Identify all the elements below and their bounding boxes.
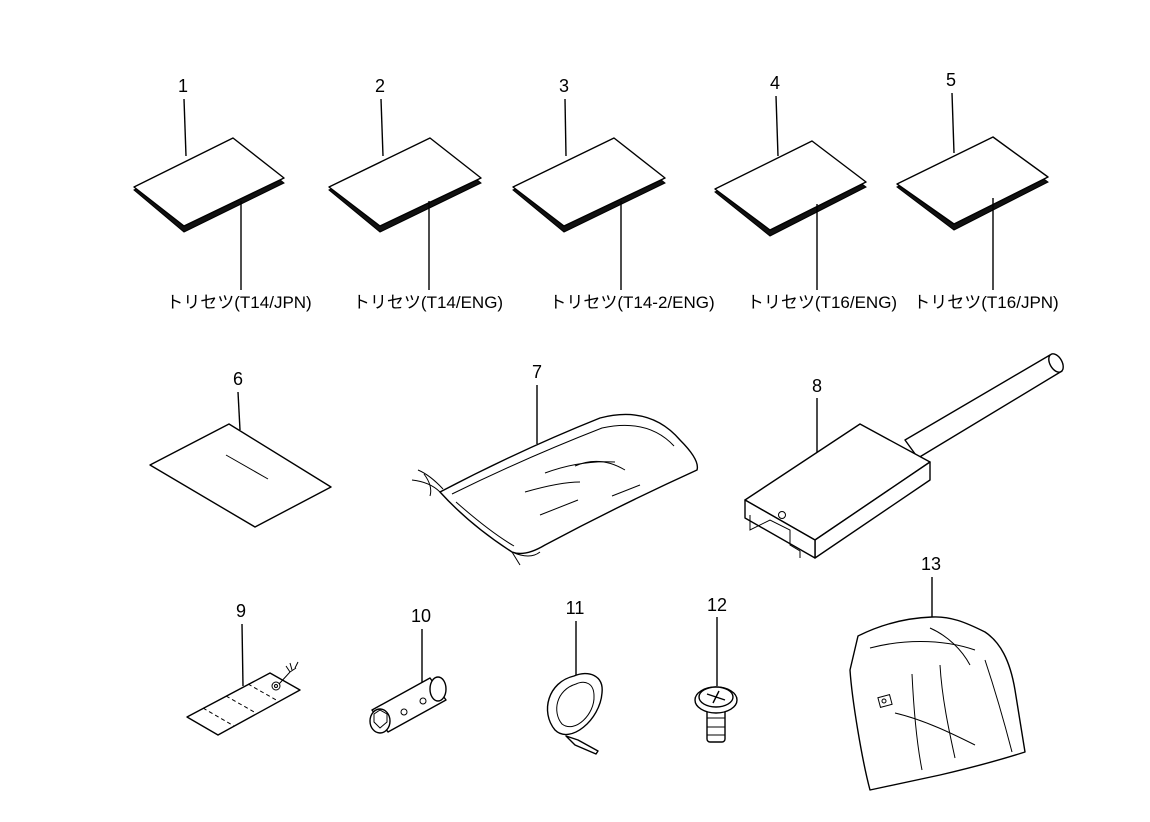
part-number: 5 xyxy=(946,70,956,90)
socket-wrench-icon xyxy=(369,676,447,734)
part-caption: トリセツ(T16/JPN) xyxy=(913,293,1058,312)
part-11: 11 xyxy=(546,598,603,755)
part-number: 7 xyxy=(532,362,542,382)
part-number: 10 xyxy=(411,606,431,626)
part-10: 10 xyxy=(369,606,447,734)
part-caption: トリセツ(T16/ENG) xyxy=(747,293,897,312)
part-6: 6 xyxy=(149,369,332,528)
sheet-icon xyxy=(149,423,332,528)
part-4: 4 トリセツ(T16/ENG) xyxy=(714,73,897,312)
part-3: 3 トリセツ(T14-2/ENG) xyxy=(512,76,715,312)
part-caption: トリセツ(T14/JPN) xyxy=(166,293,311,312)
manual-book-icon xyxy=(896,136,1049,231)
manual-book-icon xyxy=(328,137,482,233)
part-1: 1 トリセツ(T14/JPN) xyxy=(133,76,312,312)
part-5: 5 トリセツ(T16/JPN) xyxy=(896,70,1059,312)
manual-book-icon xyxy=(714,140,867,237)
cable-tie-icon xyxy=(546,672,603,755)
screw-icon xyxy=(694,686,738,743)
part-number: 9 xyxy=(236,601,246,621)
drawstring-bag-icon xyxy=(411,413,699,566)
part-caption: トリセツ(T14/ENG) xyxy=(353,293,503,312)
part-number: 12 xyxy=(707,595,727,615)
part-number: 3 xyxy=(559,76,569,96)
part-caption: トリセツ(T14-2/ENG) xyxy=(549,293,714,312)
part-9: 9 xyxy=(186,601,301,736)
part-12: 12 xyxy=(694,595,738,743)
part-number: 4 xyxy=(770,73,780,93)
plastic-cover-icon xyxy=(849,616,1026,791)
tag-label-icon xyxy=(186,661,301,736)
manual-book-icon xyxy=(512,137,666,233)
part-2: 2 トリセツ(T14/ENG) xyxy=(328,76,503,312)
part-number: 1 xyxy=(178,76,188,96)
manual-book-icon xyxy=(133,137,285,233)
part-13: 13 xyxy=(849,554,1026,791)
part-number: 2 xyxy=(375,76,385,96)
part-number: 8 xyxy=(812,376,822,396)
part-number: 11 xyxy=(566,598,585,618)
part-number: 6 xyxy=(233,369,243,389)
part-8: 8 xyxy=(744,353,1064,559)
part-number: 13 xyxy=(921,554,941,574)
part-7: 7 xyxy=(411,362,699,566)
channel-tool-icon xyxy=(744,353,1064,559)
